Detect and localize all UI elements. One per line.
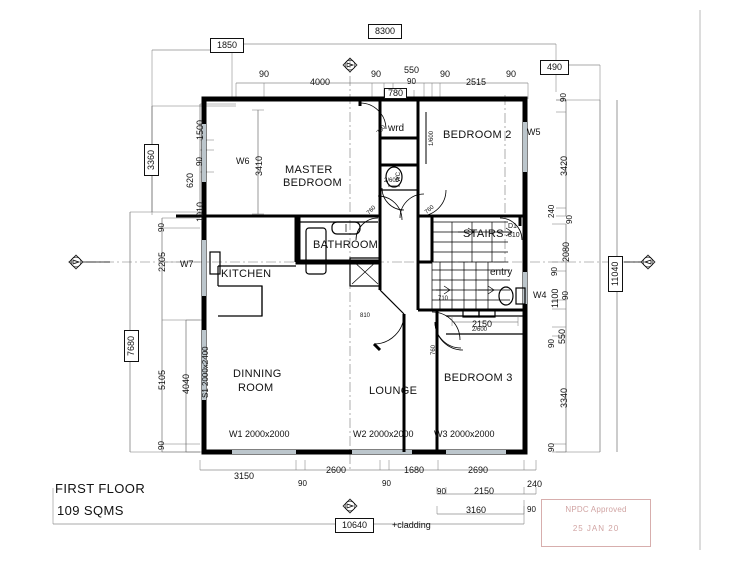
dim-left-5105: 5105 (157, 369, 167, 390)
dim-left-stack-3: 1010 (195, 201, 205, 222)
room-label-dinning-line1: DINNING (233, 368, 282, 380)
dim-right-90a: 90 (565, 215, 574, 224)
dim-top-wc-width: 780 (384, 88, 408, 99)
door-label-d1-tag: D1 (508, 223, 517, 230)
room-label-lounge: LOUNGE (369, 385, 418, 397)
window-spec-w1: W1 2000x2000 (229, 429, 290, 439)
dim-right-2080: 2080 (561, 241, 571, 262)
dim-bed3-wardrobe-width: 2150 (472, 319, 493, 329)
dim-bottom-sub-0: 90 (437, 487, 446, 496)
dim-bottom-run-5: 2690 (468, 465, 489, 475)
wardrobe-spec-wc: 2/600 (384, 178, 400, 184)
door-label-bed3: 760 (431, 344, 437, 355)
dim-top-left-offset: 1850 (210, 38, 245, 53)
dim-bottom-overall-note: +cladding (392, 520, 431, 530)
room-label-stairs: STAIRS (463, 228, 504, 240)
dim-top-run-5: 2515 (466, 77, 487, 87)
room-label-master-line1: MASTER (285, 164, 333, 176)
dim-top-overall: 8300 (368, 24, 403, 39)
dim-right-240: 240 (547, 204, 556, 218)
dim-bottom-overall: 10640 (335, 518, 375, 533)
sheet-title-line1: FIRST FLOOR (55, 481, 146, 496)
dim-right-90b: 90 (550, 267, 559, 276)
wardrobe-spec-bed2: 1/600 (429, 130, 435, 146)
dim-top-run-2: 90 (371, 69, 382, 79)
dim-top-right-offset: 490 (540, 60, 570, 75)
dim-right-top-90: 90 (559, 93, 568, 102)
dim-right-90d: 90 (547, 339, 556, 348)
dim-right-90e: 90 (547, 443, 556, 452)
dim-right-3340: 3340 (559, 387, 569, 408)
dim-right-overall: 11040 (608, 255, 623, 292)
dim-left-wall-top: 90 (157, 223, 166, 232)
room-label-bedroom-3: BEDROOM 3 (444, 372, 513, 384)
window-label-w4: W4 (533, 290, 547, 300)
room-label-kitchen: KITCHEN (221, 268, 272, 280)
window-spec-w2: W2 2000x2000 (353, 429, 414, 439)
dim-left-2205: 2205 (157, 251, 167, 272)
door-label-bath: 810 (360, 313, 371, 319)
dim-left-stack-1: 90 (195, 157, 204, 166)
window-spec-w3: W3 2000x2000 (434, 429, 495, 439)
dim-left-stack-2: 620 (185, 172, 195, 188)
dim-top-run-3: 550 (404, 65, 420, 75)
room-label-bedroom-2: BEDROOM 2 (443, 129, 512, 141)
room-label-wardrobe: wrd (388, 123, 405, 134)
room-label-bathroom: BATHROOM (313, 239, 379, 251)
door-label-d1-width: 810 (508, 232, 520, 239)
dim-bottom-run-1: 90 (298, 479, 307, 488)
dim-top-run-4: 90 (440, 69, 451, 79)
dim-bottom-run-4: 1680 (404, 465, 425, 475)
dim-top-run-6: 90 (506, 69, 517, 79)
window-label-w5: W5 (527, 127, 541, 137)
approval-stamp-line1: NPDC Approved (565, 505, 627, 514)
dim-bottom-sub-total: 3160 (466, 505, 487, 515)
dim-left-stack-0: 1500 (195, 119, 205, 140)
dim-top-run-1: 4000 (310, 77, 331, 87)
approval-stamp-line2: 25 JAN 20 (572, 524, 620, 533)
window-label-w6: W6 (236, 156, 250, 166)
dim-bottom-sub-90: 90 (527, 505, 536, 514)
dim-top-wc-sub: 90 (407, 77, 416, 86)
room-label-dinning-line2: ROOM (238, 382, 274, 394)
dim-left-upper-offset: 3360 (144, 143, 159, 176)
dim-right-1100: 1100 (550, 288, 560, 308)
room-label-master-line2: BEDROOM (283, 177, 342, 189)
dim-master-depth: 3410 (254, 155, 264, 176)
door-label-stair: 710 (438, 296, 449, 302)
dim-right-bed2-depth: 3420 (559, 155, 569, 176)
dim-bottom-sub-1: 2150 (474, 486, 495, 496)
sheet-title-line2: 109 SQMS (57, 503, 124, 518)
dim-bottom-run-0: 3150 (234, 471, 255, 481)
dim-right-550: 550 (557, 328, 567, 344)
approval-stamp: NPDC Approved 25 JAN 20 (541, 499, 651, 547)
dim-left-overall: 7680 (124, 329, 139, 362)
dim-bottom-run-2: 2600 (326, 465, 347, 475)
dim-bottom-run-3: 90 (382, 479, 391, 488)
dim-right-90c: 90 (561, 291, 570, 300)
dim-left-wall-bottom: 90 (157, 441, 166, 450)
wardrobe-spec-bed3: 2/600 (472, 327, 488, 333)
dim-bottom-run-6: 240 (527, 479, 543, 489)
dim-left-4040: 4040 (181, 373, 191, 394)
window-label-w7: W7 (180, 259, 194, 269)
room-label-entry: entry (490, 267, 513, 278)
dim-top-run-0: 90 (259, 69, 270, 79)
window-spec-s1: S1 2000x2400 (201, 346, 210, 398)
